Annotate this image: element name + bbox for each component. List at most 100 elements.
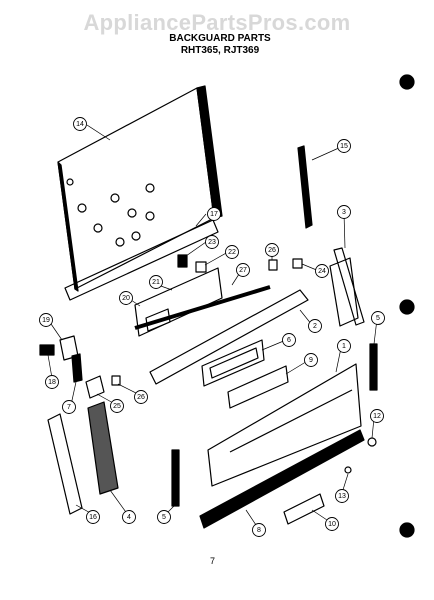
callout-label: 18 [48,379,56,386]
lens-part [227,365,289,409]
callout-label: 5 [376,315,380,322]
callout-label: 22 [228,249,236,256]
callout-15: 15 [337,139,351,153]
callout-label: 26 [137,394,145,401]
callout-circle [39,313,53,327]
callout-label: 7 [67,404,71,411]
callout-16: 16 [86,510,100,524]
callout-5: 5 [157,510,171,524]
clip-part-25 [85,375,105,399]
callout-21: 21 [149,275,163,289]
callout-label: 24 [318,268,326,275]
front-panel-part [207,363,362,487]
callout-label: 3 [342,209,346,216]
callout-circle [157,510,171,524]
callout-label: 1 [342,343,346,350]
callout-circle [304,353,318,367]
callout-22: 22 [225,245,239,259]
callout-label: 15 [340,143,348,150]
callout-circle [315,264,329,278]
callout-10: 10 [325,517,339,531]
callout-23: 23 [205,235,219,249]
callout-circle [110,399,124,413]
callout-circle [149,275,163,289]
callout-25: 25 [110,399,124,413]
top-trim-part [64,219,219,301]
screw-part-12 [367,437,377,447]
callout-circle [371,311,385,325]
callout-circle [337,339,351,353]
callout-label: 23 [208,239,216,246]
insulation-part-4 [87,401,119,495]
callout-4: 4 [122,510,136,524]
page-number: 7 [210,556,216,566]
end-cap-part-5b [171,449,180,507]
clip-part-26b [111,375,121,386]
side-strip-part [297,145,313,229]
callout-24: 24 [315,264,329,278]
side-trim-part-16 [47,413,83,515]
watermark: AppliancePartsPros.com [83,10,351,35]
callout-20: 20 [119,291,133,305]
callout-26: 26 [134,390,148,404]
callout-6: 6 [282,333,296,347]
clip-part-26a [268,259,278,271]
callout-circle [62,400,76,414]
callout-label: 12 [373,413,381,420]
callout-circle [73,117,87,131]
callout-label: 6 [287,337,291,344]
callout-circle [252,523,266,537]
callout-14: 14 [73,117,87,131]
callout-circle [86,510,100,524]
callout-label: 17 [210,211,218,218]
callout-label: 20 [122,295,130,302]
callout-label: 10 [328,521,336,528]
title-line-1: BACKGUARD PARTS [169,33,271,44]
callout-circle [225,245,239,259]
diagram-title: BACKGUARD PARTS RHT365, RJT369 [120,33,320,57]
clip-part-24 [292,258,303,269]
callout-13: 13 [335,489,349,503]
screw-part-13 [344,466,352,474]
callout-circle [119,291,133,305]
callout-12: 12 [370,409,384,423]
callout-label: 25 [113,403,121,410]
callout-3: 3 [337,205,351,219]
callout-label: 8 [257,527,261,534]
callout-5: 5 [371,311,385,325]
callout-circle [337,205,351,219]
callout-27: 27 [236,263,250,277]
rod-part [134,285,271,330]
callout-19: 19 [39,313,53,327]
callout-label: 19 [42,317,50,324]
callout-circle [337,139,351,153]
callout-2: 2 [308,319,322,333]
callout-label: 13 [338,493,346,500]
clip-part-22 [195,261,207,273]
binder-hole-top [399,74,415,90]
end-cap-part-5a [369,343,378,391]
callout-7: 7 [62,400,76,414]
callout-label: 26 [268,247,276,254]
binder-hole-bottom [399,522,415,538]
callout-circle [308,319,322,333]
callout-label: 5 [162,514,166,521]
callout-circle [205,235,219,249]
callout-circle [325,517,339,531]
callout-8: 8 [252,523,266,537]
title-line-2: RHT365, RJT369 [180,45,260,56]
bracket-part-18 [39,344,55,356]
callout-label: 27 [239,267,247,274]
callout-1: 1 [337,339,351,353]
callout-label: 16 [89,514,97,521]
callout-circle [282,333,296,347]
callout-circle [134,390,148,404]
side-bracket-part [333,247,365,326]
callout-circle [265,243,279,257]
callout-26: 26 [265,243,279,257]
callout-circle [45,375,59,389]
bracket-part-7 [71,353,83,383]
binder-hole-middle [399,299,415,315]
